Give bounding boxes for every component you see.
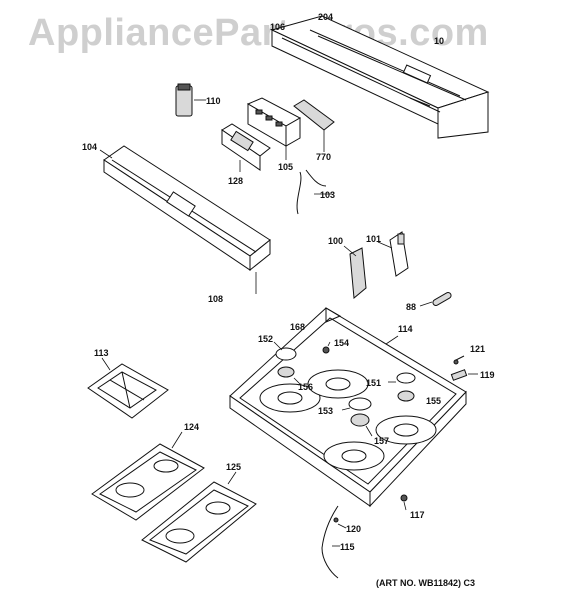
part-119-clip bbox=[450, 369, 478, 381]
callout-115: 115 bbox=[340, 542, 355, 552]
callout-156: 156 bbox=[298, 382, 313, 392]
part-124-drip-pan bbox=[91, 431, 205, 521]
part-103-harness bbox=[296, 169, 332, 215]
callout-108: 108 bbox=[208, 294, 223, 304]
burner-parts bbox=[273, 341, 416, 437]
callout-106: 106 bbox=[270, 22, 285, 32]
part-121-screw bbox=[453, 355, 465, 365]
part-104-control-panel bbox=[99, 145, 271, 294]
part-113-grate bbox=[87, 357, 169, 419]
part-770-bracket bbox=[293, 99, 335, 152]
part-110-module bbox=[175, 83, 206, 117]
callout-10: 10 bbox=[434, 36, 444, 46]
callout-154: 154 bbox=[334, 338, 349, 348]
art-number: (ART NO. WB11842) C3 bbox=[376, 578, 476, 588]
callout-124: 124 bbox=[184, 422, 199, 432]
part-128-overlay bbox=[221, 123, 271, 172]
part-125-drip-pan bbox=[141, 471, 257, 563]
callout-114: 114 bbox=[398, 324, 413, 334]
callout-100: 100 bbox=[328, 236, 343, 246]
callout-157: 157 bbox=[374, 436, 389, 446]
callout-770: 770 bbox=[316, 152, 331, 162]
callout-153: 153 bbox=[318, 406, 333, 416]
callout-labels: 106 204 10 110 770 104 128 105 103 100 1… bbox=[82, 12, 495, 552]
callout-204: 204 bbox=[318, 12, 333, 22]
callout-104: 104 bbox=[82, 142, 97, 152]
part-120-screw bbox=[333, 517, 347, 529]
part-117-screw bbox=[400, 494, 408, 511]
callout-119: 119 bbox=[480, 370, 495, 380]
backsplash-panel bbox=[270, 15, 490, 139]
callout-152: 152 bbox=[258, 334, 273, 344]
callout-103: 103 bbox=[320, 190, 335, 200]
callout-113: 113 bbox=[94, 348, 109, 358]
callout-101: 101 bbox=[366, 234, 381, 244]
callout-105: 105 bbox=[278, 162, 293, 172]
part-88-pin bbox=[419, 292, 452, 307]
callout-151: 151 bbox=[366, 378, 381, 388]
callout-120: 120 bbox=[346, 524, 361, 534]
callout-110: 110 bbox=[206, 96, 221, 106]
part-105-control-board bbox=[246, 97, 302, 160]
callout-168: 168 bbox=[290, 322, 305, 332]
part-100-side-bracket bbox=[343, 245, 367, 299]
part-101-side-bracket bbox=[377, 231, 409, 277]
callout-155: 155 bbox=[426, 396, 441, 406]
part-115-rod bbox=[321, 505, 340, 579]
callout-117: 117 bbox=[410, 510, 425, 520]
callout-125: 125 bbox=[226, 462, 241, 472]
callout-121: 121 bbox=[470, 344, 485, 354]
callout-128: 128 bbox=[228, 176, 243, 186]
callout-88: 88 bbox=[406, 302, 416, 312]
